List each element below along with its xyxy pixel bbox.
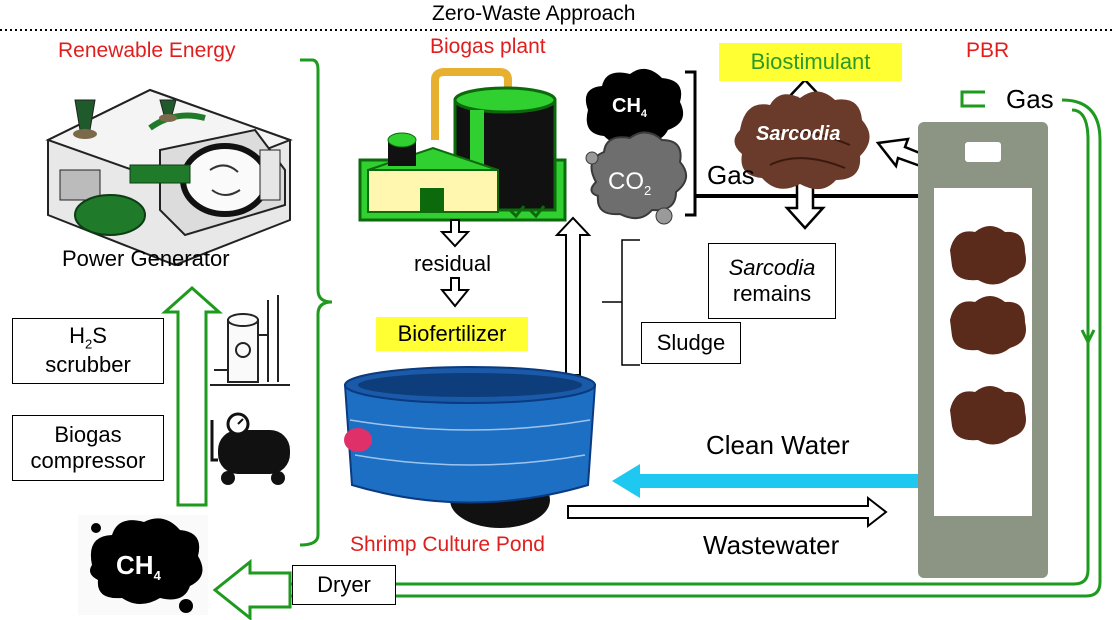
biogas-compressor-line2: compressor <box>30 448 146 473</box>
sludge-label: Sludge <box>656 329 726 355</box>
green-flow-lines <box>255 58 1102 598</box>
ch4-bottom-label: CH4 <box>116 550 161 584</box>
gas-return-line-inner <box>260 108 1090 586</box>
biogas-compressor-box: Biogas compressor <box>12 415 164 481</box>
biogas-compressor-line1: Biogas <box>54 421 122 447</box>
sludge-bracket <box>602 239 640 366</box>
renewable-energy-brace <box>299 58 333 547</box>
h2s-scrubber-line1: H2S <box>69 323 107 352</box>
wastewater-label: Wastewater <box>703 530 840 560</box>
ch4-bottom-cloud-icon <box>78 515 208 615</box>
h2s-scrubber-box: H2S scrubber <box>12 318 164 384</box>
to-power-generator-arrow <box>161 285 223 507</box>
sarcodia-remains-line2: remains <box>732 281 812 306</box>
sarcodia-remains-box: Sarcodia remains <box>708 243 836 319</box>
pbr-seaweed-samples <box>950 226 1026 445</box>
sarcodia-image-label: Sarcodia <box>756 123 841 145</box>
residual-down-arrow-2 <box>439 277 471 308</box>
compressor-icon <box>210 412 290 485</box>
scrubber-icon <box>210 295 290 386</box>
biofertilizer-label: Biofertilizer <box>397 321 507 346</box>
gas-flow-chevron <box>1080 329 1096 346</box>
residual-label: residual <box>414 251 492 276</box>
residual-down-arrow-1 <box>439 219 471 248</box>
gas-bracket <box>960 90 985 108</box>
ch4-label: CH4 <box>612 95 648 120</box>
pbr-heading: PBR <box>966 39 1010 62</box>
diagram-title: Zero-Waste Approach <box>432 2 636 25</box>
gas-bracket-right <box>685 70 697 217</box>
gas-return-line-outer <box>255 98 1102 598</box>
pond-to-biogas-arrow <box>554 216 592 376</box>
power-generator-label: Power Generator <box>62 246 230 271</box>
gas-center-label: Gas <box>707 160 755 190</box>
gas-pbr-label: Gas <box>1006 84 1054 114</box>
wastewater-arrow <box>567 495 888 529</box>
renewable-energy-heading: Renewable Energy <box>58 39 236 62</box>
co2-label: CO2 <box>608 168 652 198</box>
biostimulant-label: Biostimulant <box>750 49 871 74</box>
sludge-box: Sludge <box>641 322 741 364</box>
biogas-plant-heading: Biogas plant <box>430 35 546 58</box>
biogas-plant-icon <box>358 68 567 222</box>
biofertilizer-highlight: Biofertilizer <box>376 317 528 351</box>
dryer-label: Dryer <box>317 571 371 597</box>
to-ch4-arrow <box>212 558 292 620</box>
clean-water-arrow <box>612 464 935 498</box>
shrimp-pond-heading: Shrimp Culture Pond <box>350 533 545 556</box>
ch4-cloud-icon <box>585 68 684 145</box>
sarcodia-remains-line1: Sarcodia <box>728 254 816 280</box>
shrimp-pond-icon <box>343 366 597 528</box>
biostimulant-highlight: Biostimulant <box>719 43 902 81</box>
power-generator-icon <box>45 88 293 267</box>
sarcodia-seaweed-icon <box>734 91 870 190</box>
clean-water-label: Clean Water <box>706 430 850 460</box>
co2-cloud-icon <box>585 131 687 225</box>
dryer-box: Dryer <box>292 565 396 605</box>
h2s-scrubber-line2: scrubber <box>45 352 131 378</box>
